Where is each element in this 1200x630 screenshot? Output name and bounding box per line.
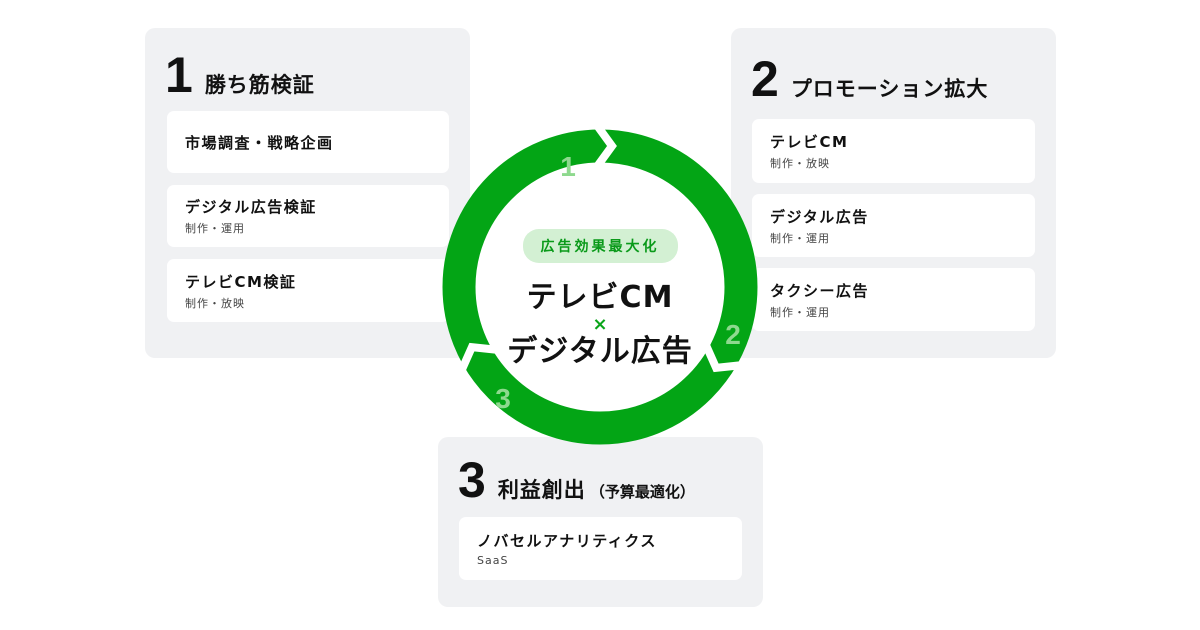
item-name: デジタル広告検証 <box>185 198 317 216</box>
list-item: テレビCM検証 制作・放映 <box>167 259 449 322</box>
item-name: テレビCM検証 <box>185 272 297 291</box>
step-title: プロモーション拡大 <box>790 77 989 101</box>
step-number: 3 <box>458 452 486 508</box>
item-name: デジタル広告 <box>770 207 869 226</box>
step-title: 勝ち筋検証 <box>204 73 315 97</box>
cycle-center: 広告効果最大化 テレビCM × デジタル広告 <box>475 229 725 369</box>
ring-center <box>475 162 725 412</box>
step-subtitle: （予算最適化） <box>589 483 695 501</box>
ring-number-2: 2 <box>725 319 741 350</box>
arrow-gap-3 <box>457 342 500 374</box>
item-sub: 制作・放映 <box>770 157 830 170</box>
list-item: ノバセルアナリティクス SaaS <box>459 517 742 580</box>
ring-number-3: 3 <box>495 383 511 414</box>
times-icon: × <box>592 314 608 335</box>
item-sub: SaaS <box>477 554 509 567</box>
list-item: タクシー広告 制作・運用 <box>752 268 1035 331</box>
item-name: タクシー広告 <box>770 281 870 300</box>
arrow-gap-2 <box>701 341 744 373</box>
item-sub: 制作・運用 <box>185 222 245 235</box>
step-1-title: 1 勝ち筋検証 <box>165 50 315 100</box>
center-line-2: デジタル広告 <box>507 334 693 369</box>
item-name: ノバセルアナリティクス <box>477 532 657 550</box>
item-sub: 制作・運用 <box>770 231 830 245</box>
item-name: 市場調査・戦略企画 <box>185 133 334 152</box>
step-title: 利益創出 <box>497 478 586 502</box>
list-item: 市場調査・戦略企画 <box>167 111 449 173</box>
list-item: デジタル広告検証 制作・運用 <box>167 185 449 247</box>
item-name: テレビCM <box>770 133 849 151</box>
step-1-panel: 1 勝ち筋検証 市場調査・戦略企画 デジタル広告検証 制作・運用 テレビCM検証… <box>145 28 470 358</box>
effect-badge: 広告効果最大化 <box>522 229 678 263</box>
step-3-title: 3 利益創出 （予算最適化） <box>458 455 695 505</box>
list-item: デジタル広告 制作・運用 <box>752 194 1035 257</box>
list-item: テレビCM 制作・放映 <box>752 119 1035 183</box>
item-sub: 制作・放映 <box>185 296 245 310</box>
step-3-panel: 3 利益創出 （予算最適化） ノバセルアナリティクス SaaS <box>438 437 763 607</box>
ring-arc <box>442 129 758 445</box>
arrow-gap-1 <box>592 121 617 171</box>
center-line-1: テレビCM <box>526 280 674 315</box>
ring-number-1: 1 <box>560 151 576 182</box>
item-sub: 制作・運用 <box>770 305 830 319</box>
step-2-panel: 2 プロモーション拡大 テレビCM 制作・放映 デジタル広告 制作・運用 タクシ… <box>731 28 1056 358</box>
step-number: 2 <box>751 51 779 107</box>
step-2-title: 2 プロモーション拡大 <box>751 54 988 104</box>
step-number: 1 <box>165 47 193 103</box>
